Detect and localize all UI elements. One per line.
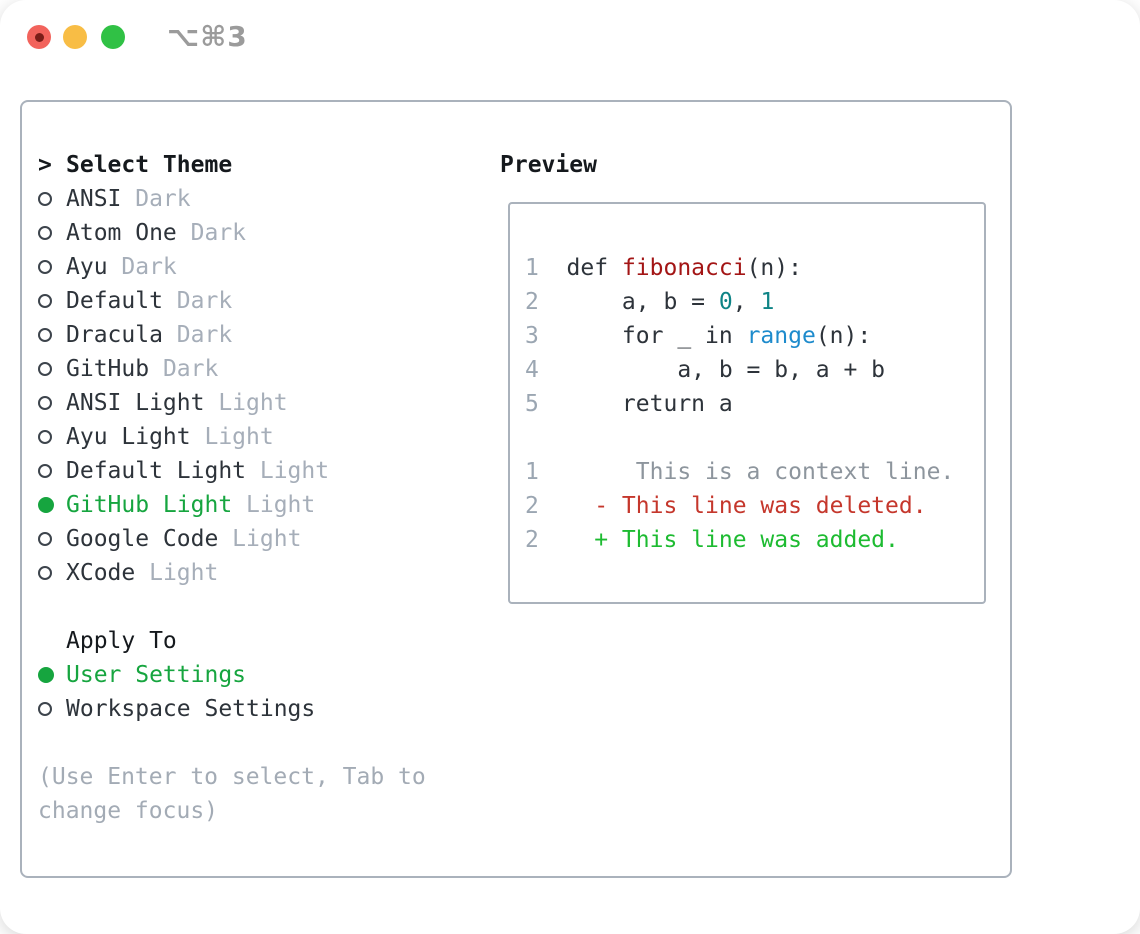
theme-option-default[interactable]: Default Dark bbox=[38, 284, 426, 318]
code-line: 3 for _ in range(n): bbox=[525, 323, 872, 349]
theme-option-label: GitHub Light bbox=[66, 492, 233, 518]
prompt-icon: > bbox=[38, 152, 52, 178]
line-number: 4 bbox=[525, 357, 567, 383]
theme-variant-label: Light bbox=[135, 560, 219, 586]
code-line: 2 a, b = 0, 1 bbox=[525, 289, 775, 315]
theme-variant-label: Light bbox=[190, 424, 274, 450]
code-line: 5 return a bbox=[525, 391, 733, 417]
radio-icon bbox=[38, 430, 66, 444]
radio-icon bbox=[38, 702, 66, 716]
radio-icon bbox=[38, 464, 66, 478]
theme-option-ayu[interactable]: Ayu Dark bbox=[38, 250, 426, 284]
theme-option-label: Default bbox=[66, 288, 163, 314]
zoom-button[interactable] bbox=[101, 25, 125, 49]
line-number: 3 bbox=[525, 323, 567, 349]
line-number: 2 bbox=[525, 527, 567, 553]
theme-option-label: GitHub bbox=[66, 356, 150, 382]
hint-text: (Use Enter to select, Tab to change focus… bbox=[38, 760, 426, 828]
theme-option-xcode[interactable]: XCode Light bbox=[38, 556, 426, 590]
theme-option-label: Ayu Light bbox=[66, 424, 191, 450]
theme-variant-label: Dark bbox=[162, 288, 233, 314]
radio-icon bbox=[38, 532, 66, 546]
close-button[interactable] bbox=[27, 25, 51, 49]
theme-option-label: XCode bbox=[66, 560, 136, 586]
code-line: 4 a, b = b, a + b bbox=[525, 357, 886, 383]
radio-selected-icon bbox=[38, 497, 66, 513]
radio-icon bbox=[38, 260, 66, 274]
theme-option-label: Ayu bbox=[66, 254, 108, 280]
theme-option-default-light[interactable]: Default Light Light bbox=[38, 454, 426, 488]
code-line: 1 def fibonacci(n): bbox=[525, 255, 802, 281]
apply-option-user-settings[interactable]: User Settings bbox=[38, 658, 426, 692]
theme-option-ansi-light[interactable]: ANSI Light Light bbox=[38, 386, 426, 420]
line-number: 2 bbox=[525, 289, 567, 315]
line-number: 1 bbox=[525, 255, 567, 281]
theme-option-github-light[interactable]: GitHub Light Light bbox=[38, 488, 426, 522]
hint-line: (Use Enter to select, Tab to bbox=[38, 764, 426, 790]
code-line bbox=[525, 421, 984, 455]
preview-box: 1 def fibonacci(n): 2 a, b = 0, 1 3 for _ … bbox=[508, 202, 986, 604]
apply-to-label: Apply To bbox=[66, 628, 177, 654]
line-number: 5 bbox=[525, 391, 567, 417]
theme-option-label: Google Code bbox=[66, 526, 219, 552]
select-theme-label: Select Theme bbox=[66, 152, 233, 178]
theme-option-label: ANSI bbox=[66, 186, 122, 212]
line-number: 2 bbox=[525, 493, 567, 519]
radio-icon bbox=[38, 396, 66, 410]
preview-title: Preview bbox=[500, 152, 597, 178]
spacer bbox=[38, 726, 426, 760]
line-number: 1 bbox=[525, 459, 567, 485]
code-preview: 1 def fibonacci(n): 2 a, b = 0, 1 3 for _ … bbox=[525, 251, 984, 557]
theme-variant-label: Dark bbox=[149, 356, 219, 382]
apply-option-workspace-settings[interactable]: Workspace Settings bbox=[38, 692, 426, 726]
radio-icon bbox=[38, 362, 66, 376]
code-line: 2 - This line was deleted. bbox=[525, 493, 927, 519]
apply-option-label: Workspace Settings bbox=[66, 696, 316, 722]
theme-variant-label: Light bbox=[246, 458, 330, 484]
apply-to-header: Apply To bbox=[38, 624, 426, 658]
window-shortcut-title: ⌥⌘3 bbox=[167, 20, 248, 53]
theme-option-google-code[interactable]: Google Code Light bbox=[38, 522, 426, 556]
theme-variant-label: Dark bbox=[176, 220, 247, 246]
theme-option-ansi[interactable]: ANSI Dark bbox=[38, 182, 426, 216]
theme-variant-label: Dark bbox=[162, 322, 233, 348]
select-theme-header: > Select Theme bbox=[38, 148, 426, 182]
radio-icon bbox=[38, 294, 66, 308]
theme-option-label: Atom One bbox=[66, 220, 177, 246]
radio-icon bbox=[38, 226, 66, 240]
apply-option-label: User Settings bbox=[66, 662, 247, 688]
theme-variant-label: Light bbox=[232, 492, 316, 518]
minimize-button[interactable] bbox=[63, 25, 87, 49]
radio-icon bbox=[38, 566, 66, 580]
theme-option-label: Default Light bbox=[66, 458, 247, 484]
code-line: 1 This is a context line. bbox=[525, 459, 955, 485]
hint-line: change focus) bbox=[38, 798, 219, 824]
theme-variant-label: Dark bbox=[121, 186, 191, 212]
theme-option-label: Dracula bbox=[66, 322, 163, 348]
theme-option-atom-one[interactable]: Atom One Dark bbox=[38, 216, 426, 250]
theme-variant-label: Light bbox=[218, 526, 302, 552]
radio-selected-icon bbox=[38, 667, 66, 683]
theme-option-dracula[interactable]: Dracula Dark bbox=[38, 318, 426, 352]
theme-variant-label: Dark bbox=[107, 254, 177, 280]
theme-option-ayu-light[interactable]: Ayu Light Light bbox=[38, 420, 426, 454]
radio-icon bbox=[38, 328, 66, 342]
theme-option-label: ANSI Light bbox=[66, 390, 205, 416]
code-line: 2 + This line was added. bbox=[525, 527, 899, 553]
spacer bbox=[38, 590, 426, 624]
theme-option-github[interactable]: GitHub Dark bbox=[38, 352, 426, 386]
theme-variant-label: Light bbox=[204, 390, 288, 416]
radio-icon bbox=[38, 192, 66, 206]
